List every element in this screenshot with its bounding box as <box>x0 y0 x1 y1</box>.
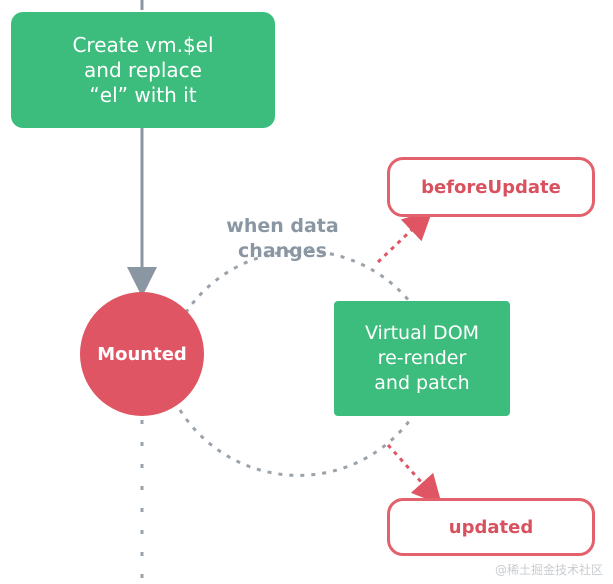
when-data-line-1: when data <box>226 215 339 237</box>
when-data-line-2: changes <box>238 240 327 262</box>
before-update-node: beforeUpdate <box>387 157 595 217</box>
virtual-dom-line-3: and patch <box>374 372 470 394</box>
create-el-node: Create vm.$el and replace “el” with it <box>11 12 275 128</box>
when-data-changes-label: when data changes <box>225 214 340 264</box>
create-el-line-2: and replace <box>84 57 202 82</box>
virtual-dom-line-1: Virtual DOM <box>364 322 480 344</box>
virtual-dom-node: Virtual DOM re-render and patch <box>334 301 510 416</box>
update-loop-bottom <box>178 409 412 477</box>
to-before-update-arrow <box>376 209 433 264</box>
watermark: @稀土掘金技术社区 <box>494 563 603 577</box>
updated-label: updated <box>448 516 534 538</box>
mounted-node: Mounted <box>80 292 204 416</box>
create-el-line-1: Create vm.$el <box>72 32 214 57</box>
virtual-dom-line-2: re-render <box>377 347 467 369</box>
create-el-line-3: “el” with it <box>89 82 197 107</box>
before-update-label: beforeUpdate <box>421 176 561 198</box>
update-loop-top <box>178 249 412 323</box>
to-updated-arrow <box>386 443 443 506</box>
mounted-label: Mounted <box>97 343 187 365</box>
updated-node: updated <box>387 498 595 556</box>
